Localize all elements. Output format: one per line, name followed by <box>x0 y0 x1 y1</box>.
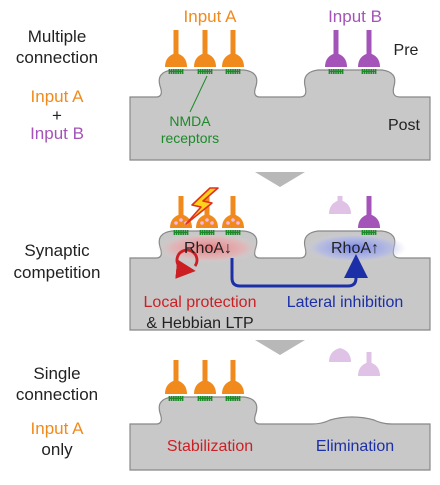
nmda-receptor <box>173 230 189 235</box>
axon-terminal <box>222 196 244 228</box>
postsynaptic-membrane <box>129 69 431 161</box>
vesicle <box>205 218 209 222</box>
axon-terminal <box>165 30 187 67</box>
vesicle <box>226 221 230 225</box>
nmda-receptor <box>168 69 184 74</box>
local-protection-arrow <box>175 248 199 279</box>
axon-terminal <box>194 360 216 394</box>
label-post: Post <box>387 117 420 134</box>
rhoa-low-glow <box>156 233 260 263</box>
label-input-b: Input B <box>30 124 84 143</box>
postsynaptic-membrane <box>129 396 431 471</box>
label-single: Single <box>33 364 81 383</box>
vesicle <box>200 221 204 225</box>
label-competition: competition <box>13 263 101 282</box>
axon-terminal <box>329 196 351 214</box>
axon-terminal <box>358 30 380 67</box>
label-plus: + <box>52 106 62 125</box>
panel-synaptic-competition <box>129 187 431 331</box>
label-only: only <box>41 440 73 459</box>
label-nmda: NMDA <box>169 113 211 129</box>
lateral-inhibition-arrow <box>230 254 368 288</box>
nmda-pointer <box>189 75 208 113</box>
label-elimination: Elimination <box>315 438 395 455</box>
label-pre: Pre <box>393 42 419 59</box>
lightning-bolt-icon <box>185 187 219 225</box>
nmda-receptor <box>168 396 184 401</box>
axon-terminal <box>329 348 351 362</box>
label-hebbian-ltp: & Hebbian LTP <box>146 315 254 332</box>
label-input-a-only: Input A <box>30 419 84 438</box>
axon-terminal <box>194 30 216 67</box>
label-receptors: receptors <box>160 130 220 146</box>
label-input-a: Input A <box>30 87 84 106</box>
label-connection-3: connection <box>15 385 99 404</box>
vesicle <box>179 218 183 222</box>
nmda-receptor <box>225 230 241 235</box>
nmda-receptor <box>197 396 213 401</box>
rhoa-high-glow <box>303 233 407 263</box>
nmda-receptor <box>361 230 377 235</box>
axon-terminal <box>358 196 380 228</box>
axon-terminal <box>222 30 244 67</box>
axon-terminal <box>165 360 187 394</box>
label-stabilization: Stabilization <box>166 438 254 455</box>
label-rhoa-down: RhoA↓ <box>183 240 233 257</box>
axon-terminal <box>170 196 192 228</box>
nmda-receptor <box>197 69 213 74</box>
nmda-receptor <box>225 69 241 74</box>
top-label-input-b: Input B <box>328 7 382 26</box>
axon-terminal <box>358 352 380 376</box>
top-label-input-a: Input A <box>183 7 237 26</box>
panel-multiple-connection <box>129 30 431 161</box>
vesicle <box>231 218 235 222</box>
label-lateral-inhibition: Lateral inhibition <box>286 294 404 311</box>
label-multiple: Multiple <box>27 27 87 46</box>
transition-arrow-1 <box>255 172 305 187</box>
label-synaptic: Synaptic <box>24 241 90 260</box>
vesicle <box>210 221 214 225</box>
axon-terminal <box>222 360 244 394</box>
axon-terminal <box>325 30 347 67</box>
label-connection: connection <box>15 48 99 67</box>
vesicle <box>174 221 178 225</box>
nmda-receptor <box>225 396 241 401</box>
nmda-receptor <box>199 230 215 235</box>
transition-arrow-2 <box>255 340 305 355</box>
panel-single-connection <box>129 348 431 471</box>
nmda-receptor <box>328 69 344 74</box>
nmda-receptor <box>361 69 377 74</box>
label-local-protection: Local protection <box>143 294 257 311</box>
vesicle <box>236 221 240 225</box>
label-rhoa-up: RhoA↑ <box>330 240 380 257</box>
